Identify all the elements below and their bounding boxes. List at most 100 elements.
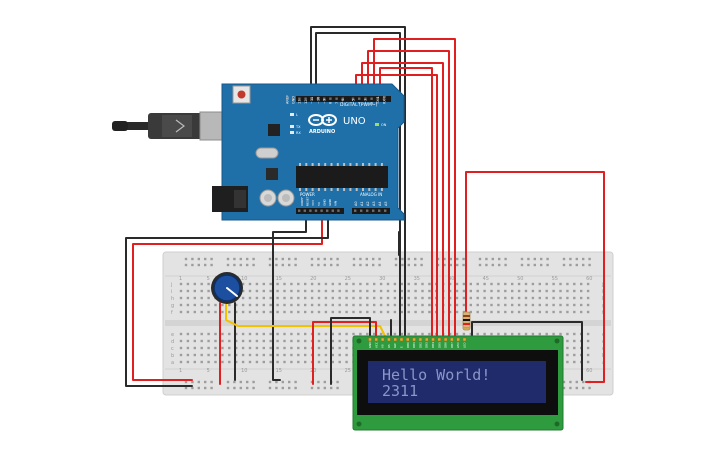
terminal-hole — [407, 332, 410, 336]
breadboard-row-label: j — [170, 282, 172, 288]
rail-hole — [275, 380, 278, 384]
terminal-hole — [511, 303, 514, 307]
rail-hole — [582, 380, 585, 384]
header-pin — [320, 209, 323, 212]
rail-hole — [478, 257, 482, 261]
terminal-hole — [455, 289, 459, 293]
chip-leg — [311, 188, 314, 191]
rail-hole — [462, 263, 465, 267]
terminal-hole — [517, 332, 521, 336]
terminal-hole — [552, 310, 555, 314]
rail-hole — [239, 386, 242, 390]
terminal-hole — [338, 332, 341, 336]
breadboard-column-number: 20 — [310, 276, 316, 282]
rail-hole — [310, 263, 314, 267]
terminal-hole — [235, 339, 238, 343]
terminal-hole — [324, 282, 328, 286]
terminal-hole — [511, 332, 514, 336]
terminal-hole — [186, 282, 190, 286]
rail-hole — [184, 380, 188, 384]
rail-hole — [394, 257, 398, 261]
terminal-hole — [531, 296, 535, 300]
terminal-hole — [221, 339, 224, 343]
terminal-hole — [276, 339, 279, 343]
terminal-hole — [345, 360, 348, 364]
terminal-hole — [290, 339, 293, 343]
lcd-pin — [437, 337, 442, 342]
terminal-hole — [531, 310, 535, 314]
potentiometer-knob-indicator — [226, 287, 238, 297]
terminal-hole — [566, 360, 569, 364]
terminal-hole — [552, 296, 555, 300]
terminal-hole — [338, 346, 341, 350]
rail-hole — [239, 257, 242, 261]
rail-hole — [191, 386, 194, 390]
crystal — [255, 147, 279, 159]
lcd-pin — [393, 337, 397, 342]
rail-hole — [498, 263, 501, 267]
terminal-hole — [304, 296, 307, 300]
rx-led — [290, 131, 294, 134]
terminal-hole — [573, 282, 576, 286]
rail-hole — [462, 257, 465, 261]
header-pin — [285, 97, 289, 100]
rail-hole — [504, 257, 507, 261]
terminal-hole — [379, 282, 383, 286]
terminal-hole — [241, 296, 245, 300]
rail-hole — [275, 263, 278, 267]
terminal-hole — [414, 296, 417, 300]
terminal-hole — [262, 346, 265, 350]
analog-pin-label: A0 — [354, 201, 358, 206]
breadboard-row-label: a — [171, 360, 174, 366]
rail-hole — [588, 263, 591, 267]
terminal-hole — [469, 296, 472, 300]
breadboard-column-number: 55 — [552, 276, 558, 282]
terminal-hole — [179, 339, 183, 343]
terminal-hole — [497, 282, 500, 286]
terminal-hole — [517, 282, 521, 286]
terminal-hole — [476, 296, 479, 300]
terminal-hole — [490, 296, 493, 300]
header-pin — [304, 97, 307, 100]
power-header-title: POWER — [300, 192, 315, 197]
rail-hole — [268, 257, 272, 261]
rail-hole — [407, 257, 410, 261]
terminal-hole — [393, 296, 397, 300]
terminal-hole — [283, 360, 286, 364]
terminal-hole — [573, 303, 576, 307]
terminal-hole — [352, 282, 355, 286]
chip-leg — [305, 188, 308, 191]
rail-hole — [575, 380, 578, 384]
terminal-hole — [283, 339, 286, 343]
terminal-hole — [448, 282, 452, 286]
chip-leg — [317, 188, 320, 191]
terminal-hole — [407, 310, 410, 314]
terminal-hole — [573, 360, 576, 364]
terminal-hole — [566, 303, 569, 307]
rail-hole — [569, 386, 572, 390]
terminal-hole — [324, 310, 328, 314]
lcd-pin-label: DB1 — [412, 342, 416, 348]
chip-leg — [380, 163, 383, 166]
rail-hole — [575, 386, 578, 390]
rail-hole — [294, 263, 297, 267]
terminal-hole — [179, 353, 183, 357]
terminal-hole — [379, 296, 383, 300]
potentiometer[interactable] — [211, 272, 243, 304]
terminal-hole — [476, 289, 479, 293]
terminal-hole — [193, 303, 196, 307]
rail-hole — [582, 386, 585, 390]
breadboard-column-number: 15 — [276, 276, 282, 282]
terminal-hole — [331, 346, 334, 350]
terminal-hole — [511, 282, 514, 286]
terminal-hole — [373, 303, 376, 307]
chip-leg — [299, 163, 301, 166]
terminal-hole — [359, 303, 362, 307]
terminal-hole — [586, 339, 590, 343]
terminal-hole — [317, 339, 321, 343]
terminal-hole — [366, 303, 369, 307]
resistor[interactable] — [462, 311, 471, 331]
